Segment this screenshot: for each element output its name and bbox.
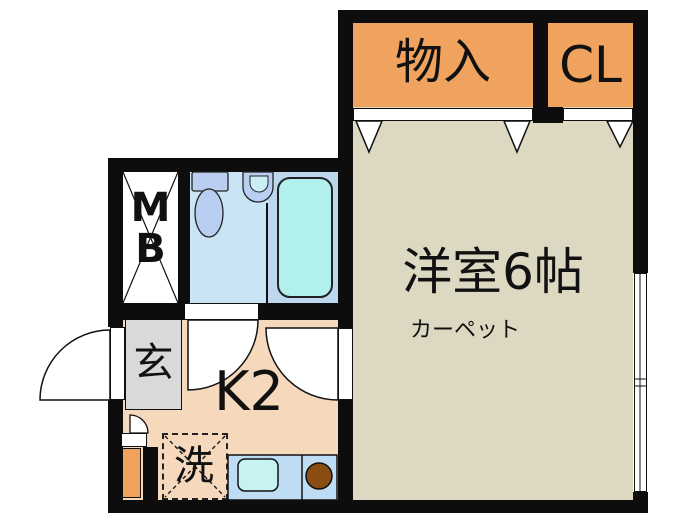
kitchen-label: K2 xyxy=(214,360,284,423)
bathtub-zone xyxy=(268,172,338,303)
wall-pipe-right xyxy=(143,447,158,500)
room-western xyxy=(353,107,633,500)
carpet-note: カーペット xyxy=(409,318,520,343)
room-entrance xyxy=(125,318,182,410)
wall-center-lower xyxy=(338,400,353,513)
room-storage xyxy=(353,23,533,107)
washer-label: 洗 xyxy=(174,443,214,489)
wall-left-upper xyxy=(108,158,123,327)
wall-center-upper xyxy=(338,10,353,328)
wall-left-top xyxy=(108,158,340,172)
closet-folding-door-strip xyxy=(563,108,633,121)
wall-closet-divider-base xyxy=(548,107,563,123)
washing-machine-space xyxy=(162,433,228,500)
wall-right-upper xyxy=(633,10,648,273)
room-closet xyxy=(548,23,633,107)
storage-folding-door-strip xyxy=(353,108,533,121)
entrance-step xyxy=(121,433,147,447)
wall-closet-divider xyxy=(533,10,548,123)
meter-box-label-b: B xyxy=(135,226,166,272)
wall-meterbox-right xyxy=(178,172,190,303)
wall-bottom xyxy=(108,500,648,513)
western-room-label: 洋室6帖 xyxy=(402,243,584,301)
bathroom-door-opening xyxy=(185,303,258,320)
entrance-label: 玄 xyxy=(133,340,174,386)
entrance-door-arc xyxy=(39,329,111,401)
window xyxy=(634,273,647,492)
kitchen-room-door-leaf xyxy=(338,328,353,400)
wall-left-lower xyxy=(108,400,123,513)
wall-mid-right xyxy=(258,303,340,320)
wall-mid-left xyxy=(108,303,185,320)
storage-label: 物入 xyxy=(394,34,491,90)
closet-label: CL xyxy=(559,36,622,94)
meter-box-label-m: M xyxy=(130,185,171,231)
pipe-space xyxy=(122,448,141,498)
entrance-door-leaf xyxy=(110,327,125,400)
wall-top xyxy=(338,10,648,23)
